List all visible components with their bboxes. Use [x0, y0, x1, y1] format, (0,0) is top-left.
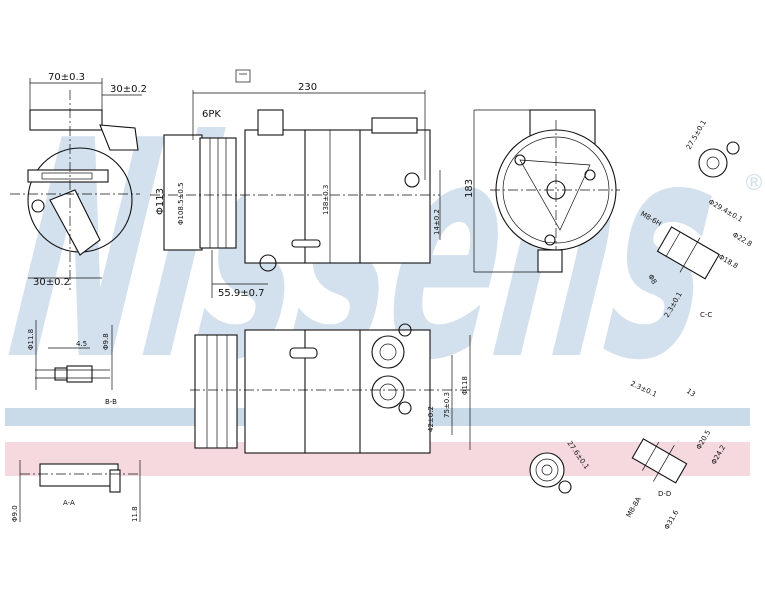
- dd-thread: M8-8A: [625, 496, 643, 519]
- belt-type: 6PK: [202, 109, 221, 120]
- section-cc: [656, 226, 720, 280]
- dim-pulley-offset: 55.9±0.7: [218, 288, 265, 299]
- side-view: 230 6PK Φ113 Φ108.5±0.5 138±0.3 14±0.2 5…: [150, 69, 441, 299]
- dim-dia-pulley: Φ108.5±0.5: [177, 182, 185, 225]
- end-view: 70±0.3 30±0.2 30±0.2: [10, 72, 147, 290]
- dim-height: 138±0.3: [322, 185, 330, 215]
- section-bb: Φ11.8 4.5 Φ9.8 B-B: [27, 320, 117, 406]
- cc-label: C-C: [700, 311, 712, 319]
- dd-d3: Φ31.6: [663, 508, 681, 531]
- front-view: 183: [464, 109, 620, 273]
- dim-length: 230: [298, 82, 317, 93]
- registered-mark: ®: [743, 171, 765, 196]
- dim-width: 70±0.3: [48, 72, 85, 83]
- cc-d3: Φ18.8: [717, 253, 739, 270]
- cc-d4: Φ8: [646, 273, 658, 286]
- aa-d2: 11.8: [131, 506, 139, 522]
- bottom-dim2: 75±0.3: [443, 392, 451, 418]
- bb-d2: Φ9.8: [102, 333, 110, 350]
- bb-label: B-B: [105, 398, 117, 406]
- cc-d2: Φ22.8: [731, 231, 753, 248]
- aa-d1: Φ9.0: [11, 505, 19, 522]
- dim-mount-offset: 14±0.2: [433, 209, 441, 235]
- aa-label: A-A: [63, 499, 75, 507]
- bb-d1: Φ11.8: [27, 329, 35, 350]
- bottom-dim1: 42±0.2: [427, 406, 435, 432]
- bb-len: 4.5: [76, 340, 87, 348]
- dim-offset-top: 30±0.2: [110, 84, 147, 95]
- connector-icon: [235, 69, 251, 83]
- dim-offset-bottom: 30±0.2: [33, 277, 70, 288]
- section-aa: Φ9.0 A-A 11.8: [11, 460, 141, 522]
- dim-front-height: 183: [464, 179, 475, 198]
- dim-dia-outer: Φ113: [155, 188, 166, 215]
- bottom-view: 42±0.2 75±0.3 Φ118: [190, 323, 471, 454]
- section-dd: [631, 438, 688, 484]
- dd-label: D-D: [658, 490, 671, 498]
- bottom-dia: Φ118: [461, 376, 469, 395]
- dd-len: 13: [685, 387, 697, 399]
